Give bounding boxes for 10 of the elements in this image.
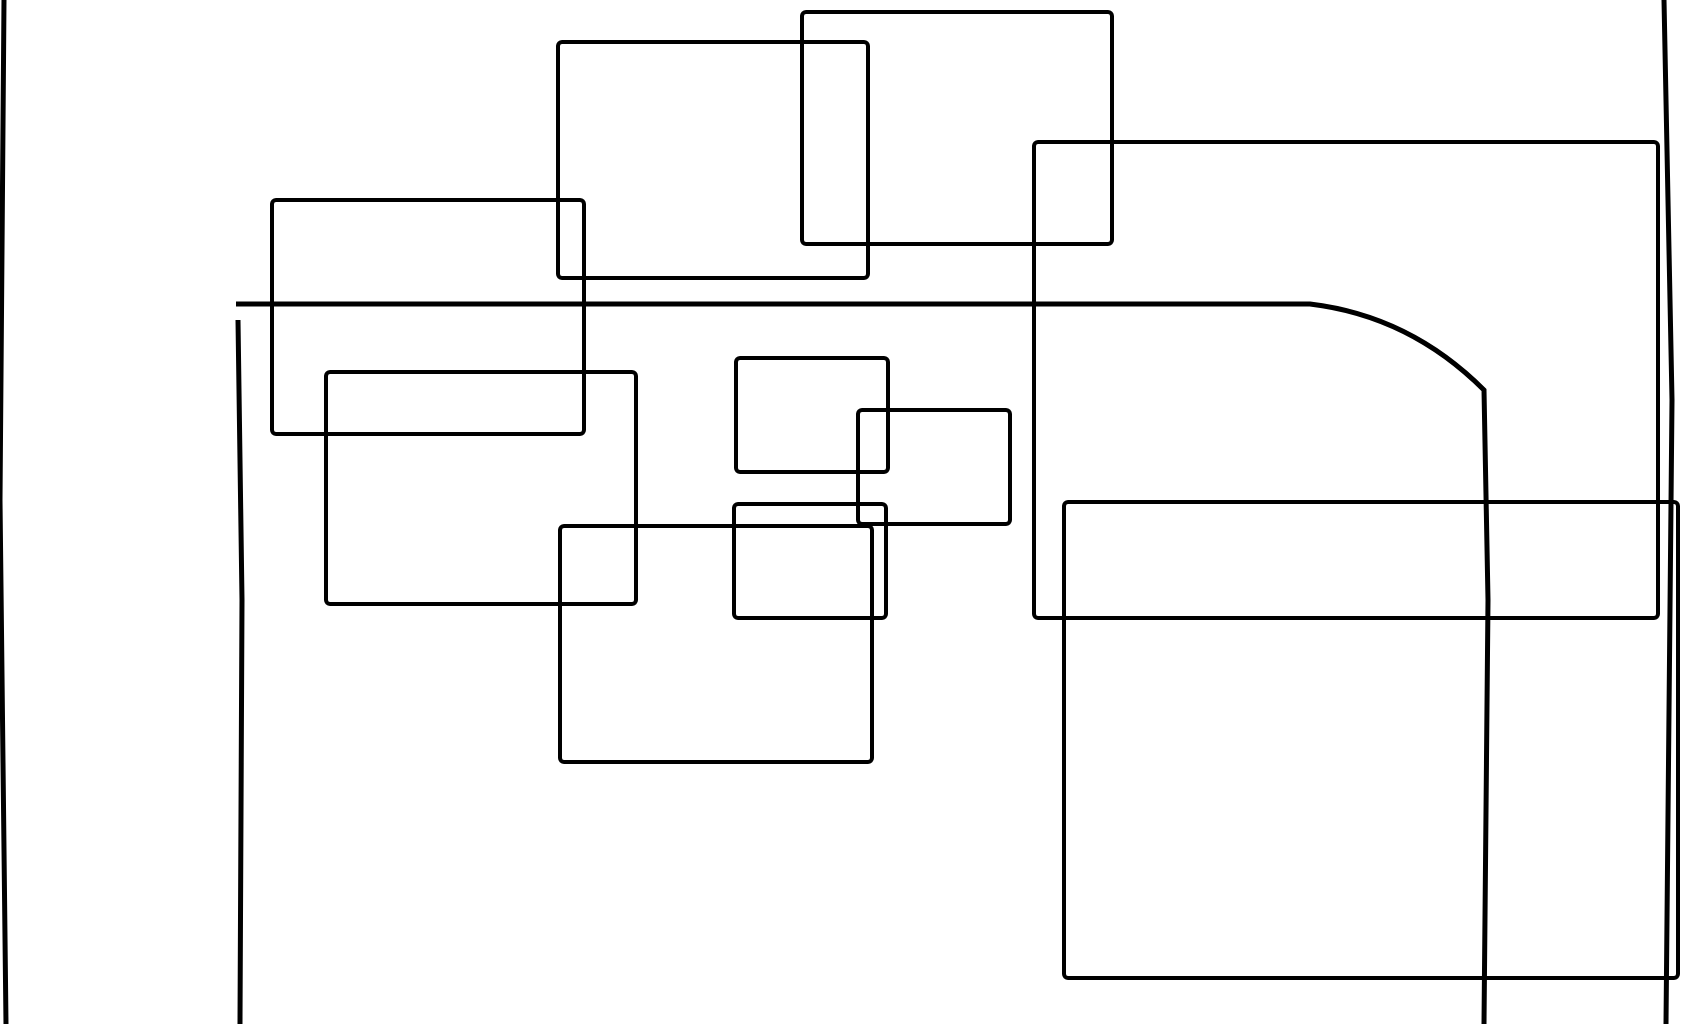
sketch-rectangle bbox=[800, 10, 1114, 246]
sketch-rectangle bbox=[324, 370, 638, 606]
sketch-rectangle bbox=[556, 40, 870, 280]
sketch-rectangle bbox=[1032, 140, 1660, 620]
sketch-rectangle bbox=[1062, 500, 1680, 980]
sketch-rectangle bbox=[558, 524, 874, 764]
sketch-rectangle bbox=[732, 502, 888, 620]
sketch-rectangle bbox=[856, 408, 1012, 526]
sketch-rectangle bbox=[734, 356, 890, 474]
sketch-rectangle bbox=[270, 198, 586, 436]
